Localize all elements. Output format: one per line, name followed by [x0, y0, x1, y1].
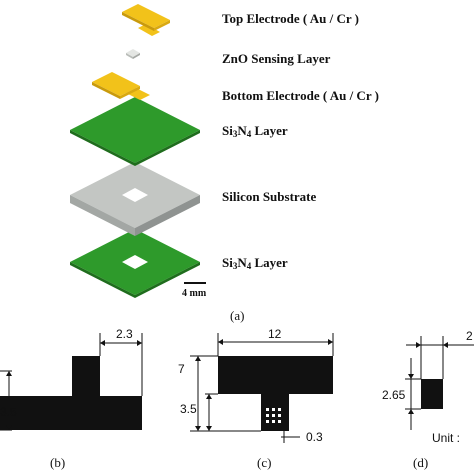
- bottom-electrode: [92, 72, 150, 100]
- si3n4-layer-bottom-window: [122, 255, 148, 269]
- panel-c-dim-left-inner: 3.5: [180, 402, 197, 416]
- unit-label: Unit :: [432, 431, 460, 445]
- layer-label-si3n4-lower: Si3N4 Layer: [222, 255, 288, 271]
- panel-b-crossbar: [0, 396, 142, 430]
- layer-label-zno: ZnO Sensing Layer: [222, 51, 331, 66]
- layer-label-bottom-electrode: Bottom Electrode ( Au / Cr ): [222, 88, 379, 103]
- scale-bar-label: 4 mm: [182, 288, 207, 299]
- panel-d-dim-top: 2: [466, 329, 473, 343]
- zno-sensing-layer: [126, 49, 140, 59]
- silicon-substrate-left-side: [70, 195, 135, 236]
- panel-d-sensing-square: [421, 379, 443, 409]
- panel-b-dim-top: 2.3: [116, 327, 133, 341]
- caption-d: (d): [413, 455, 428, 470]
- silicon-substrate-right-side: [135, 195, 200, 236]
- exploded-stack: 4 mm: [70, 4, 207, 299]
- caption-b: (b): [50, 455, 65, 470]
- layer-labels: Top Electrode ( Au / Cr ) ZnO Sensing La…: [222, 11, 379, 271]
- caption-a: (a): [230, 308, 244, 323]
- caption-c: (c): [257, 455, 271, 470]
- panel-d-dim-left: 2.65: [382, 388, 406, 402]
- panel-c-crossbar: [218, 356, 333, 394]
- panel-b-stem: [72, 356, 100, 398]
- silicon-substrate-window: [122, 188, 148, 202]
- panel-c: 12 7 3.5 0.3 (c): [178, 327, 334, 470]
- panel-c-stem: [261, 392, 289, 431]
- panel-c-dim-bottom: 0.3: [306, 430, 323, 444]
- layer-label-top-electrode: Top Electrode ( Au / Cr ): [222, 11, 359, 26]
- panel-b: 2.3 3.5 (b): [0, 327, 143, 470]
- panel-c-dim-left-outer: 7: [178, 362, 185, 376]
- si3n4-layer-top: [70, 97, 200, 163]
- top-electrode: [122, 4, 170, 36]
- panel-c-dim-top: 12: [268, 327, 282, 341]
- panel-d: 2 2.65 Unit : (d): [382, 329, 474, 470]
- layer-label-silicon-substrate: Silicon Substrate: [222, 189, 316, 204]
- layer-label-si3n4-upper: Si3N4 Layer: [222, 123, 288, 139]
- panel-c-via-grid: [266, 408, 281, 423]
- panel-b-dim-left: 3.5: [0, 405, 17, 419]
